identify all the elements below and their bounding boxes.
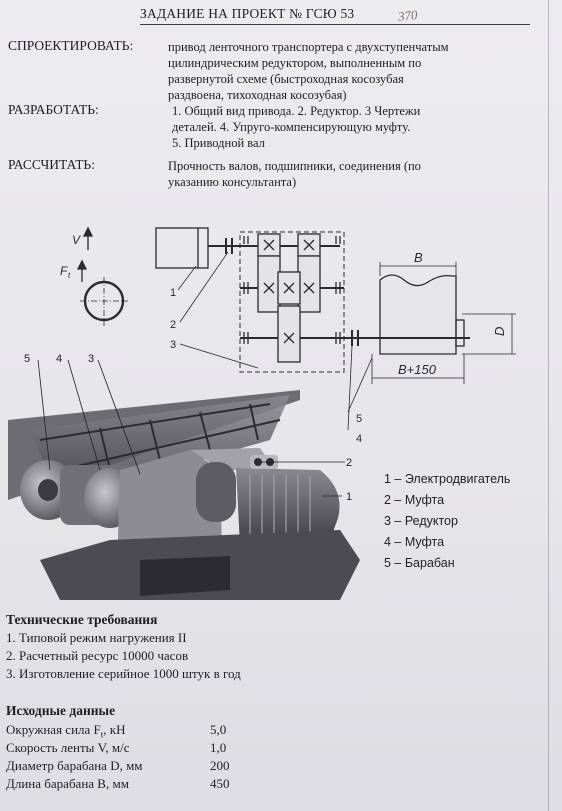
gear-marks-top — [263, 239, 315, 251]
photo-callout-4: 4 — [56, 353, 62, 365]
document-title: ЗАДАНИЕ НА ПРОЕКТ № ГСЮ 53 — [140, 6, 355, 21]
reducer-box — [118, 450, 222, 565]
design-line: раздвоена, тихоходная косозубая) — [168, 88, 347, 102]
tech-item: 1. Типовой режим нагружения II — [6, 630, 187, 645]
tech-item: 3. Изготовление серийное 1000 штук в год — [6, 666, 241, 681]
v-label: V — [72, 233, 81, 247]
callout-2: 2 — [170, 319, 176, 331]
leader-5 — [347, 357, 373, 413]
legend-item: 5 – Барабан — [384, 556, 455, 570]
develop-text: 1. Общий вид привода. 2. Редуктор. 3 Чер… — [172, 103, 542, 151]
data-value-diameter: 200 — [210, 758, 230, 773]
design-line: цилиндрическим редуктором, выполненным п… — [168, 56, 422, 70]
calculate-line: указанию консультанта) — [168, 175, 297, 189]
photo-callout-1: 1 — [346, 491, 352, 503]
callout-5: 5 — [356, 413, 362, 425]
drum-body — [379, 274, 457, 355]
gear-mid-left — [257, 255, 281, 313]
drum-bearing — [455, 319, 465, 347]
terminal-left — [254, 458, 262, 466]
data-value-length: 450 — [210, 776, 230, 791]
legend-item: 2 – Муфта — [384, 493, 445, 507]
legend-item: 4 – Муфта — [384, 535, 445, 549]
ft-label: F — [60, 264, 68, 278]
gear-mid-right — [297, 255, 321, 313]
legend-item: 1 – Электродвигатель — [384, 472, 511, 486]
leader-2 — [179, 251, 229, 323]
data-title: Исходные данные — [6, 703, 116, 718]
legend-item: 3 – Редуктор — [384, 514, 458, 528]
motor-body — [155, 227, 209, 269]
conveyor-illustration: 5 4 3 2 1 — [8, 353, 360, 600]
data-label-force: Окружная сила Ft, кН — [6, 722, 126, 740]
motor-fins — [249, 474, 311, 542]
develop-line: 5. Приводной вал — [172, 136, 265, 150]
design-line: привод ленточного транспортера с двухсту… — [168, 40, 449, 54]
gear-marks-out — [283, 332, 295, 344]
gear-output — [277, 305, 301, 363]
coupling-housing — [196, 462, 236, 522]
calculate-line: Прочность валов, подшипники, соединения … — [168, 159, 421, 173]
data-value-force: 5,0 — [210, 722, 227, 737]
calculate-label: РАССЧИТАТЬ: — [8, 157, 95, 172]
tech-title: Технические требования — [6, 612, 158, 627]
photo-leaders — [37, 359, 345, 497]
design-label: СПРОЕКТИРОВАТЬ: — [8, 38, 134, 53]
title-underline — [140, 24, 530, 25]
data-label-unit: , кН — [103, 722, 126, 737]
callout-3: 3 — [170, 339, 176, 351]
photo-callout-5: 5 — [24, 353, 30, 365]
velocity-arrowhead — [82, 226, 94, 237]
gear-marks-mid — [263, 282, 315, 294]
leader-1 — [177, 265, 197, 291]
photo-callout-3: 3 — [88, 353, 94, 365]
develop-line: деталей. 4. Упруго-компенсирующую муфту. — [172, 120, 411, 134]
force-arrowhead — [76, 259, 88, 270]
data-label-speed: Скорость ленты V, м/с — [6, 740, 130, 755]
data-label-sub: t — [100, 729, 104, 740]
page-fold — [548, 0, 549, 811]
b-label: B — [414, 250, 423, 265]
data-label-text: Окружная сила F — [6, 722, 101, 737]
reducer-housing — [239, 231, 345, 373]
leader-3 — [179, 343, 259, 369]
b150-label: B+150 — [398, 362, 437, 377]
develop-line: 1. Общий вид привода. 2. Редуктор. 3 Чер… — [172, 104, 421, 118]
design-text: привод ленточного транспортера с двухсту… — [168, 39, 538, 103]
conveyor-truss — [39, 403, 281, 471]
design-line: развернутой схеме (быстроходная косозуба… — [168, 72, 404, 86]
tech-item: 2. Расчетный ресурс 10000 часов — [6, 648, 189, 663]
data-value-speed: 1,0 — [210, 740, 227, 755]
photo-callout-2: 2 — [346, 457, 352, 469]
bearings — [243, 236, 341, 344]
callout-4: 4 — [356, 433, 362, 445]
leader-4 — [347, 345, 353, 431]
base-slot — [140, 556, 230, 596]
data-label-length: Длина барабана B, мм — [6, 776, 129, 791]
callout-1: 1 — [170, 287, 176, 299]
develop-label: РАЗРАБОТАТЬ: — [8, 102, 99, 117]
d-label: D — [492, 327, 507, 336]
calculate-text: Прочность валов, подшипники, соединения … — [168, 158, 538, 190]
data-label-diameter: Диаметр барабана D, мм — [6, 758, 143, 773]
ft-subscript: t — [68, 271, 71, 280]
drum-hub — [38, 479, 58, 501]
